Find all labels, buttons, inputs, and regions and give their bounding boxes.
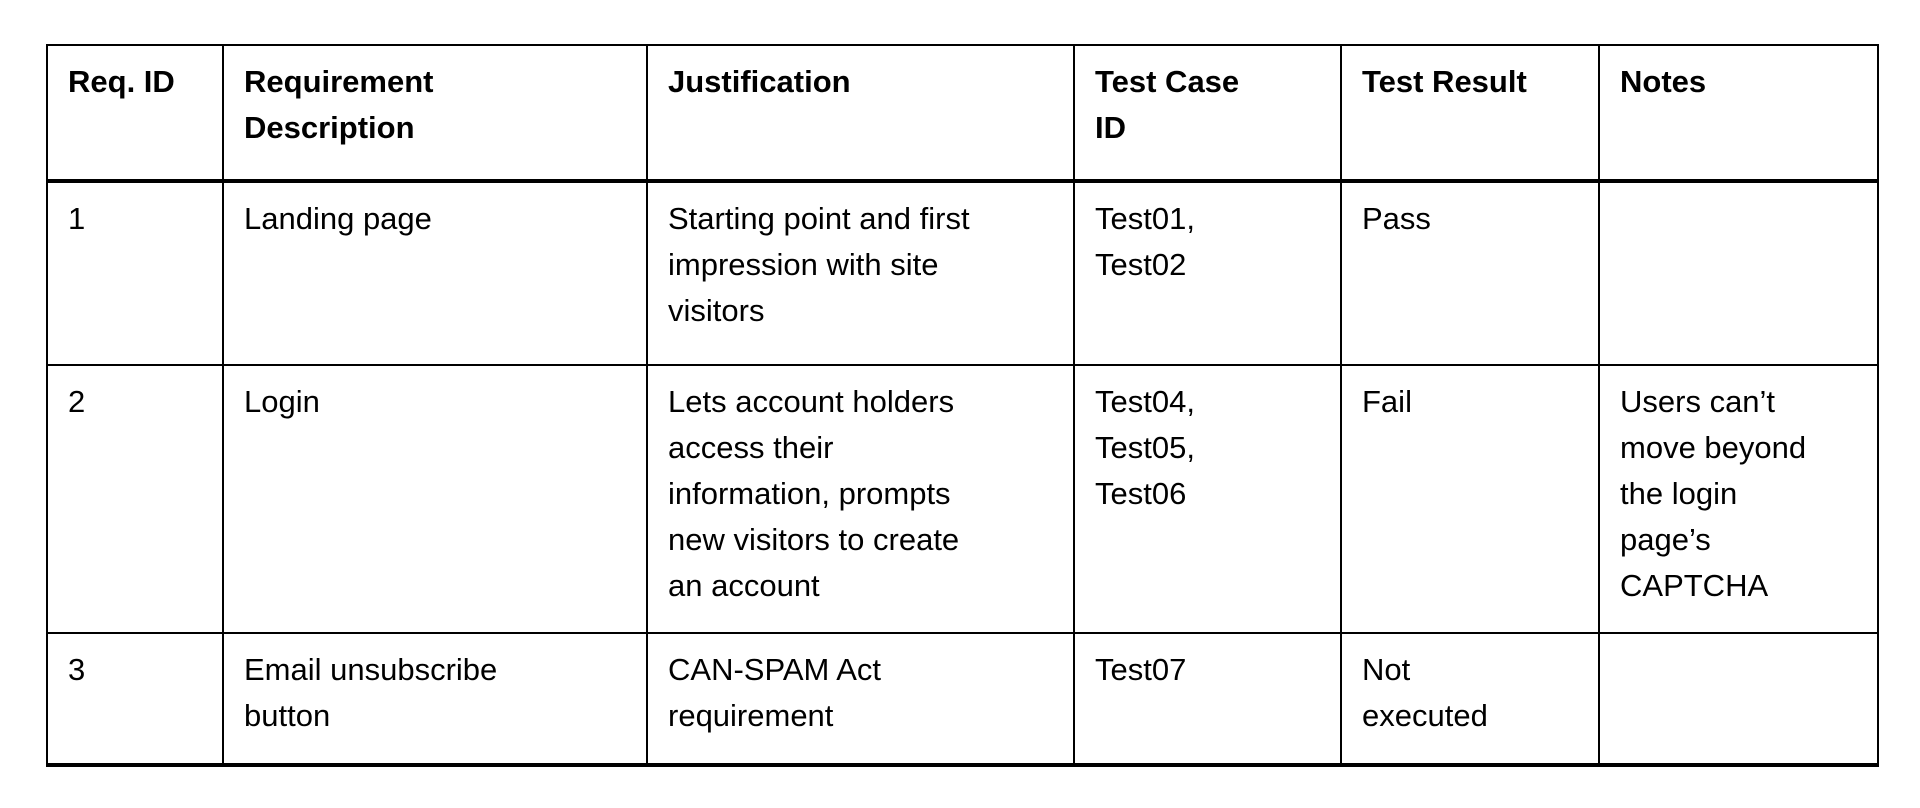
cell-requirement-description: Landing page bbox=[222, 180, 648, 366]
header-row: Req. ID Requirement Description Justific… bbox=[46, 44, 1879, 183]
requirements-table: Req. ID Requirement Description Justific… bbox=[46, 44, 1879, 767]
column-header-notes: Notes bbox=[1598, 44, 1879, 183]
cell-notes: Users can’t move beyond the login page’s… bbox=[1598, 364, 1879, 634]
cell-requirement-description: Email unsubscribe button bbox=[222, 632, 648, 767]
table-body: 1 Landing page Starting point and first … bbox=[46, 180, 1879, 767]
cell-test-result: Not executed bbox=[1340, 632, 1600, 767]
cell-test-case-id: Test07 bbox=[1073, 632, 1342, 767]
cell-notes bbox=[1598, 632, 1879, 767]
cell-req-id: 1 bbox=[46, 180, 224, 366]
cell-test-result: Fail bbox=[1340, 364, 1600, 634]
cell-test-case-id: Test04, Test05, Test06 bbox=[1073, 364, 1342, 634]
column-header-test-result: Test Result bbox=[1340, 44, 1600, 183]
table-row: 1 Landing page Starting point and first … bbox=[46, 180, 1879, 366]
cell-test-case-id: Test01, Test02 bbox=[1073, 180, 1342, 366]
table-header: Req. ID Requirement Description Justific… bbox=[46, 44, 1879, 183]
cell-req-id: 3 bbox=[46, 632, 224, 767]
cell-justification: Lets account holders access their inform… bbox=[646, 364, 1075, 634]
column-header-justification: Justification bbox=[646, 44, 1075, 183]
column-header-req-id: Req. ID bbox=[46, 44, 224, 183]
cell-req-id: 2 bbox=[46, 364, 224, 634]
column-header-requirement-description: Requirement Description bbox=[222, 44, 648, 183]
column-header-test-case-id: Test Case ID bbox=[1073, 44, 1342, 183]
cell-justification: CAN-SPAM Act requirement bbox=[646, 632, 1075, 767]
table-row: 2 Login Lets account holders access thei… bbox=[46, 364, 1879, 634]
cell-notes bbox=[1598, 180, 1879, 366]
cell-requirement-description: Login bbox=[222, 364, 648, 634]
cell-justification: Starting point and first impression with… bbox=[646, 180, 1075, 366]
cell-test-result: Pass bbox=[1340, 180, 1600, 366]
table-row: 3 Email unsubscribe button CAN-SPAM Act … bbox=[46, 632, 1879, 767]
